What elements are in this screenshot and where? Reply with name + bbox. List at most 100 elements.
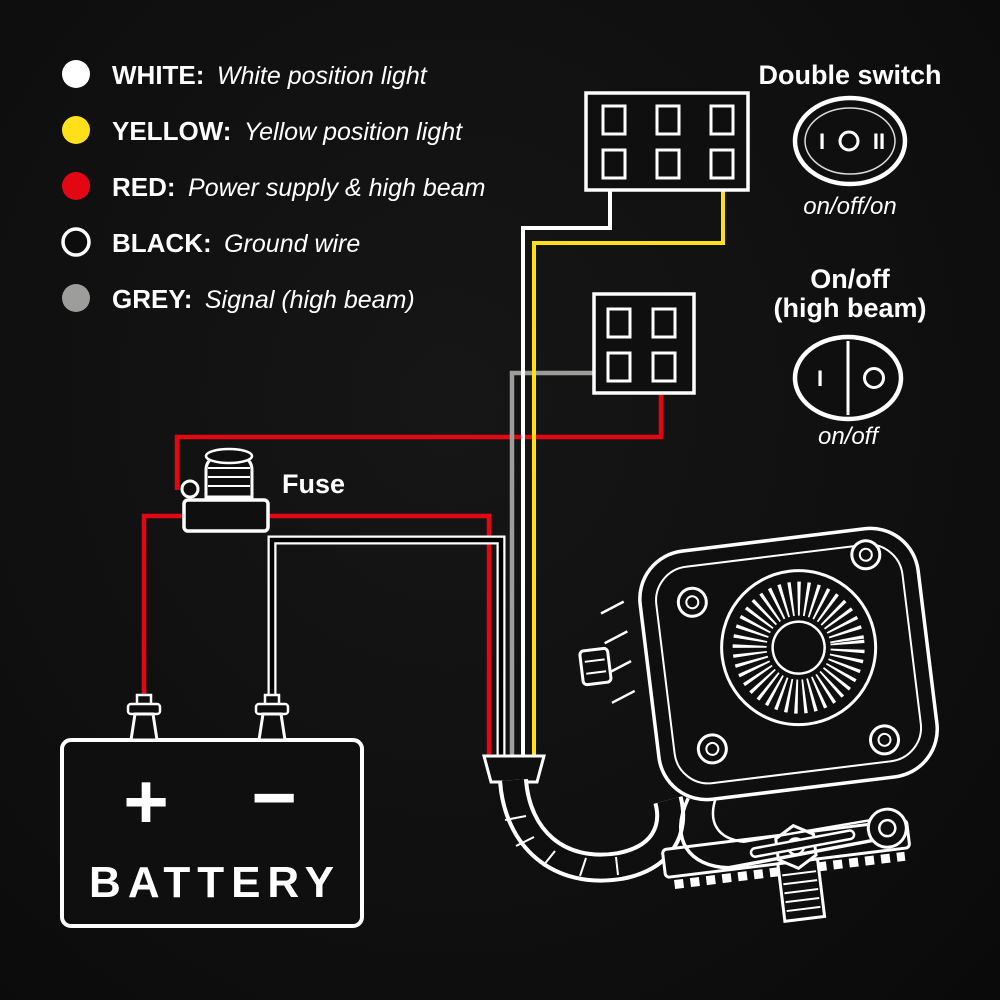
legend-label: GREY: [112,284,192,314]
light-fan [720,569,878,727]
legend-desc: Power supply & high beam [188,174,485,202]
bracket-end-hole [878,818,897,838]
legend: WHITE: White position light YELLOW: Yell… [61,60,485,314]
loom-texture [504,815,619,877]
legend-item-grey: GREY: Signal (high beam) [62,284,415,314]
pin [655,104,681,136]
fuse-cap-top [204,447,254,465]
screw [696,733,728,765]
svg-text:YELLOW: Yellow positio: YELLOW: Yellow position light [112,116,463,146]
pin [601,148,627,180]
fuse-assembly: Fuse [180,447,345,533]
screw [676,586,708,618]
connector-6pin [584,91,750,192]
light-bracket [678,796,908,870]
pin [709,148,735,180]
connector-4pin [592,292,696,395]
black-wire-outline [267,535,506,764]
battery-plus: + [123,757,169,845]
pin [606,351,632,383]
fuse-body [182,498,270,533]
double-switch-title: Double switch [758,60,941,90]
bracket-arm-inner [711,796,871,844]
red-wire-main [141,513,492,764]
double-switch-rocker-inner [804,107,896,175]
screw [850,539,882,571]
legend-dot-yellow [62,116,90,144]
terminal-post [129,712,159,742]
legend-dot-black [61,227,91,257]
screw-center [685,595,700,610]
battery-terminal-positive [126,693,162,742]
screw-center [858,547,873,562]
legend-desc: Yellow position light [244,118,463,146]
fan-fins [732,581,865,714]
screw [869,724,901,756]
high-beam-title-line2: (high beam) [774,293,927,323]
pin [651,307,677,339]
double-switch-mark-right: II [873,129,885,154]
pin [655,148,681,180]
terminal-post [257,712,287,742]
light-body-inner [655,543,923,785]
side-bolt [578,646,613,687]
legend-dot-red [62,172,90,200]
legend-item-white: WHITE: White position light [62,60,428,90]
side-bolt-lines [584,658,607,675]
red-wire-highbeam [174,391,664,490]
svg-text:WHITE: White position: WHITE: White position light [112,60,428,90]
legend-label: BLACK: [112,228,212,258]
wires [141,189,725,764]
svg-text:GREY: Signal (high bea: GREY: Signal (high beam) [112,284,415,314]
legend-item-yellow: YELLOW: Yellow position light [62,116,463,146]
battery-case [60,738,364,928]
pin [651,351,677,383]
double-switch: Double switch I II on/off/on [758,60,941,220]
legend-dot-white [62,60,90,88]
bracket-end [866,807,908,849]
battery-label: BATTERY [89,858,341,907]
high-beam-caption: on/off [818,423,880,450]
pin [709,104,735,136]
black-wire [269,537,504,764]
screw-center [877,732,892,747]
screw-center [705,741,720,756]
wire-loom [482,754,686,883]
legend-desc: Signal (high beam) [205,286,415,314]
svg-text:RED: Power supply & hi: RED: Power supply & high beam [112,172,485,202]
side-louvers [600,600,636,704]
legend-dot-grey [62,284,90,312]
light-screws [676,539,901,765]
high-beam-mark-circle [863,367,885,389]
bracket-slot [752,831,853,856]
high-beam-title-line1: On/off [810,264,890,294]
legend-label: RED: [112,172,176,202]
battery-terminal-negative [254,693,290,742]
led-light [578,526,939,924]
legend-item-red: RED: Power supply & high beam [62,172,485,202]
double-switch-mark-circle [838,130,860,152]
legend-label: WHITE: [112,60,204,90]
svg-text:BLACK: Ground wire: BLACK: Ground wire [112,228,360,258]
grey-wire [509,370,594,764]
battery-minus: − [251,753,297,841]
fuse-label: Fuse [282,469,345,499]
double-switch-mark-left: I [819,129,825,154]
pin [601,104,627,136]
loom-sleeve [502,778,682,879]
bolt-threads [782,870,821,913]
pin [606,307,632,339]
legend-label: YELLOW: [112,116,231,146]
fan-hub [771,620,826,675]
high-beam-mark-left: I [817,366,823,391]
legend-item-black: BLACK: Ground wire [61,227,360,258]
light-side [578,600,636,704]
yellow-wire [532,189,725,764]
double-switch-rocker [792,95,908,187]
legend-desc: Ground wire [224,230,360,258]
loom-collar [482,754,546,784]
battery-group: + − BATTERY [60,693,364,928]
fuse-cap-ribs [208,467,250,487]
bracket-arm-outer [678,797,879,870]
